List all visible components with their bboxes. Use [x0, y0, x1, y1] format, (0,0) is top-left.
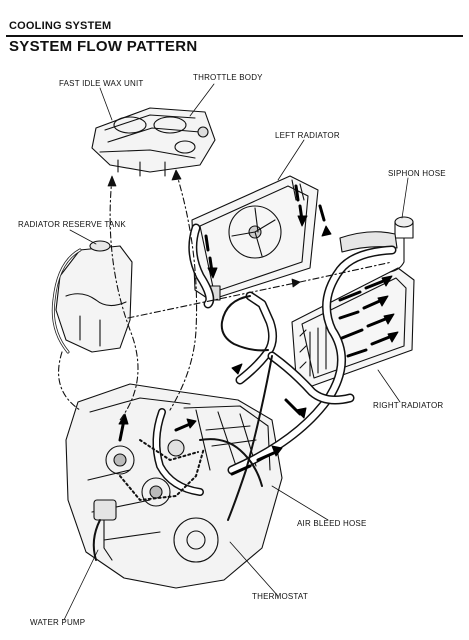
page-title: SYSTEM FLOW PATTERN	[9, 38, 198, 55]
label-air-bleed-hose: AIR BLEED HOSE	[297, 519, 367, 528]
label-throttle-body: THROTTLE BODY	[193, 73, 263, 82]
engine-internal-flow	[119, 439, 205, 501]
label-water-pump: WATER PUMP	[30, 618, 86, 627]
flow-arrowheads	[118, 215, 399, 457]
label-siphon-hose: SIPHON HOSE	[388, 169, 446, 178]
right-radiator	[291, 267, 415, 387]
leader-lines	[63, 83, 409, 621]
flow-arrow-siphon	[318, 204, 326, 222]
header-rule	[6, 35, 463, 37]
throttle-body	[91, 107, 216, 177]
section-title: COOLING SYSTEM	[9, 20, 112, 32]
label-left-radiator: LEFT RADIATOR	[275, 131, 340, 140]
left-radiator	[191, 175, 319, 301]
siphon-hose	[339, 216, 414, 273]
label-thermostat: THERMOSTAT	[252, 592, 308, 601]
bleed-flow-arrowheads	[107, 169, 301, 288]
radiator-reserve-tank	[51, 240, 133, 354]
label-right-radiator: RIGHT RADIATOR	[373, 401, 444, 410]
label-radiator-reserve-tank: RADIATOR RESERVE TANK	[18, 220, 126, 229]
label-fast-idle-wax-unit: FAST IDLE WAX UNIT	[59, 79, 144, 88]
